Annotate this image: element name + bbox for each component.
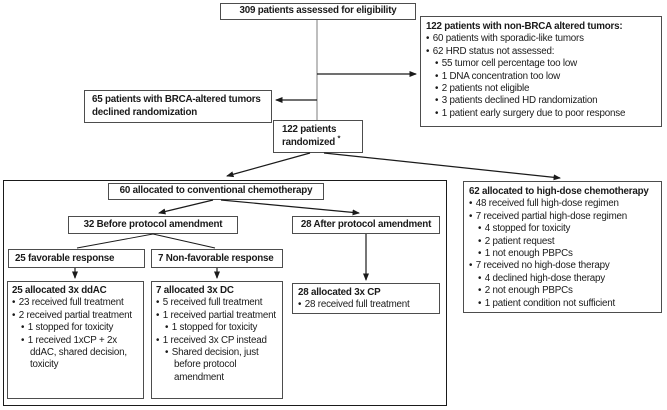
- non-favorable-text: 7 Non-favorable response: [158, 253, 274, 264]
- ddac-title: 25 allocated 3x ddAC: [12, 285, 107, 296]
- bullet-icon: •: [21, 322, 25, 334]
- bullet-icon: •: [426, 45, 430, 57]
- bullet-item: • 1 received partial treatment: [156, 309, 276, 321]
- bullet-icon: •: [156, 334, 160, 346]
- bullet-item: • 7 received partial high-dose regimen: [469, 210, 628, 222]
- bullet-item: • 62 HRD status not assessed:: [426, 45, 555, 57]
- bullet-icon: •: [12, 297, 16, 309]
- high-dose-title: 62 allocated to high-dose chemotherapy: [469, 186, 649, 197]
- bullet-item: • 48 received full high-dose regimen: [469, 198, 619, 210]
- box-before-amendment: 32 Before protocol amendment: [68, 216, 238, 234]
- favorable-text: 25 favorable response: [15, 253, 115, 264]
- box-dc: 7 allocated 3x DC • 5 received full trea…: [151, 281, 283, 399]
- bullet-icon: •: [478, 223, 482, 235]
- bullet-icon: •: [156, 297, 160, 309]
- non-brca-list: • 60 patients with sporadic-like tumors•…: [426, 33, 656, 120]
- high-dose-list: • 48 received full high-dose regimen• 7 …: [469, 198, 656, 310]
- dc-title: 7 allocated 3x DC: [156, 285, 234, 296]
- bullet-icon: •: [298, 299, 302, 311]
- bullet-item: • 1 patient condition not sufficient: [478, 297, 616, 309]
- footnote-asterisk: *: [337, 133, 341, 143]
- bullet-item: • Shared decision, just before protocol …: [165, 347, 259, 383]
- bullet-icon: •: [469, 260, 473, 272]
- bullet-item: • 1 stopped for toxicity: [21, 322, 114, 334]
- bullet-item: • 4 declined high-dose therapy: [478, 272, 605, 284]
- bullet-icon: •: [435, 95, 439, 107]
- after-amendment-text: 28 After protocol amendment: [300, 218, 432, 230]
- bullet-icon: •: [21, 334, 25, 346]
- bullet-icon: •: [469, 198, 473, 210]
- box-ddac: 25 allocated 3x ddAC • 23 received full …: [7, 281, 144, 399]
- eligibility-text: 309 patients assessed for eligibility: [239, 5, 397, 17]
- box-brca-declined: 65 patients with BRCA-altered tumors dec…: [84, 90, 272, 123]
- bullet-item: • 5 received full treatment: [156, 297, 263, 309]
- randomized-line1: 122 patients: [282, 124, 337, 136]
- box-conventional-chemo: 60 allocated to conventional chemotherap…: [108, 183, 324, 200]
- ddac-list: • 23 received full treatment• 2 received…: [12, 297, 139, 371]
- arrow-randomized-to-high-dose: [323, 152, 561, 181]
- bullet-item: • 7 received no high-dose therapy: [469, 260, 610, 272]
- bullet-item: • 2 patients not eligible: [435, 83, 530, 95]
- bullet-icon: •: [165, 322, 169, 334]
- bullet-icon: •: [426, 33, 430, 45]
- box-non-brca-excluded: 122 patients with non-BRCA altered tumor…: [420, 16, 662, 127]
- bullet-icon: •: [478, 248, 482, 260]
- bullet-icon: •: [435, 83, 439, 95]
- conventional-arm-container: [3, 180, 447, 406]
- bullet-item: • 1 patient early surgery due to poor re…: [435, 107, 626, 119]
- box-eligibility: 309 patients assessed for eligibility: [220, 3, 416, 20]
- bullet-icon: •: [156, 309, 160, 321]
- box-after-amendment: 28 After protocol amendment: [292, 216, 440, 234]
- before-amendment-text: 32 Before protocol amendment: [83, 218, 223, 230]
- bullet-item: • 55 tumor cell percentage too low: [435, 58, 577, 70]
- box-high-dose: 62 allocated to high-dose chemotherapy •…: [463, 181, 662, 313]
- bullet-icon: •: [435, 70, 439, 82]
- bullet-icon: •: [165, 347, 169, 359]
- randomized-line2: randomized *: [282, 133, 341, 148]
- bullet-icon: •: [12, 309, 16, 321]
- box-favorable-response: 25 favorable response: [8, 249, 145, 268]
- bullet-item: • 2 not enough PBPCs: [478, 285, 573, 297]
- cp-list: • 28 received full treatment: [298, 299, 434, 311]
- box-non-favorable-response: 7 Non-favorable response: [151, 249, 283, 268]
- bullet-item: • 1 DNA concentration too low: [435, 70, 560, 82]
- dc-list: • 5 received full treatment• 1 received …: [156, 297, 278, 384]
- bullet-icon: •: [435, 107, 439, 119]
- bullet-item: • 1 not enough PBPCs: [478, 248, 573, 260]
- bullet-icon: •: [478, 285, 482, 297]
- bullet-icon: •: [478, 297, 482, 309]
- brca-declined-line2: declined randomization: [92, 106, 198, 118]
- box-cp: 28 allocated 3x CP • 28 received full tr…: [292, 283, 440, 314]
- bullet-item: • 4 stopped for toxicity: [478, 223, 571, 235]
- bullet-item: • 1 stopped for toxicity: [165, 322, 258, 334]
- cp-title: 28 allocated 3x CP: [298, 287, 381, 298]
- bullet-icon: •: [435, 58, 439, 70]
- bullet-item: • 1 received 1xCP + 2x ddAC, shared deci…: [21, 334, 127, 371]
- non-brca-title: 122 patients with non-BRCA altered tumor…: [426, 21, 623, 32]
- arrow-randomized-to-conventional: [226, 152, 311, 178]
- bullet-item: • 28 received full treatment: [298, 299, 410, 311]
- brca-declined-line1: 65 patients with BRCA-altered tumors: [92, 94, 261, 106]
- bullet-item: • 3 patients declined HD randomization: [435, 95, 598, 107]
- box-randomized: 122 patients randomized *: [273, 120, 363, 153]
- bullet-icon: •: [478, 272, 482, 284]
- conventional-text: 60 allocated to conventional chemotherap…: [119, 185, 313, 197]
- bullet-icon: •: [478, 235, 482, 247]
- bullet-item: • 60 patients with sporadic-like tumors: [426, 33, 584, 45]
- bullet-icon: •: [469, 210, 473, 222]
- bullet-item: • 2 received partial treatment: [12, 309, 132, 321]
- bullet-item: • 1 received 3x CP instead: [156, 334, 267, 346]
- bullet-item: • 23 received full treatment: [12, 297, 124, 309]
- bullet-item: • 2 patient request: [478, 235, 555, 247]
